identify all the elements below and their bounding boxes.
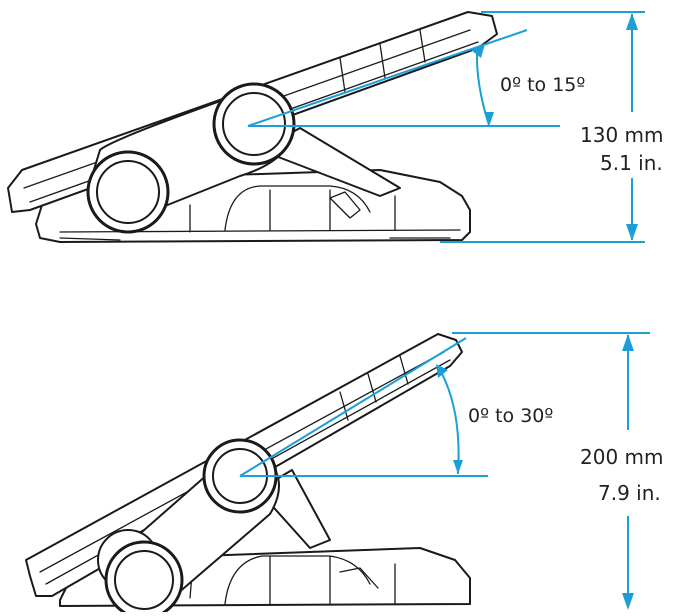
bottom-height-arrow-down (622, 593, 634, 610)
top-angle-arrow-down (484, 112, 494, 124)
top-angle-arc (475, 50, 490, 126)
top-height-arrow-down (626, 224, 638, 241)
bottom-angle-arc (439, 369, 460, 475)
bottom-angle-tilted-line (239, 337, 467, 477)
bottom-height-metric: 200 mm (580, 445, 664, 469)
top-angle-label: 0º to 15º (499, 74, 587, 96)
top-lower-hinge-inner (96, 160, 160, 224)
top-dimensions (247, 11, 645, 243)
device-bottom-30deg (25, 333, 471, 616)
top-angle-arrow-up (471, 44, 485, 58)
bottom-angle-arrow-down (453, 460, 463, 474)
top-height-arrow-up (626, 13, 638, 30)
top-height-metric: 130 mm (580, 123, 664, 147)
bottom-height-arrow-up (622, 334, 634, 351)
bottom-lower-hinge-inner (114, 550, 174, 610)
bottom-angle-label: 0º to 30º (467, 405, 555, 427)
bottom-dimensions (239, 332, 650, 610)
top-base-foot (59, 191, 451, 241)
bottom-angle-arrow-up (436, 364, 448, 378)
bottom-height-imperial: 7.9 in. (598, 481, 661, 505)
top-height-imperial: 5.1 in. (600, 151, 663, 175)
bottom-base-detail (189, 555, 396, 605)
top-base-detail (59, 185, 461, 233)
